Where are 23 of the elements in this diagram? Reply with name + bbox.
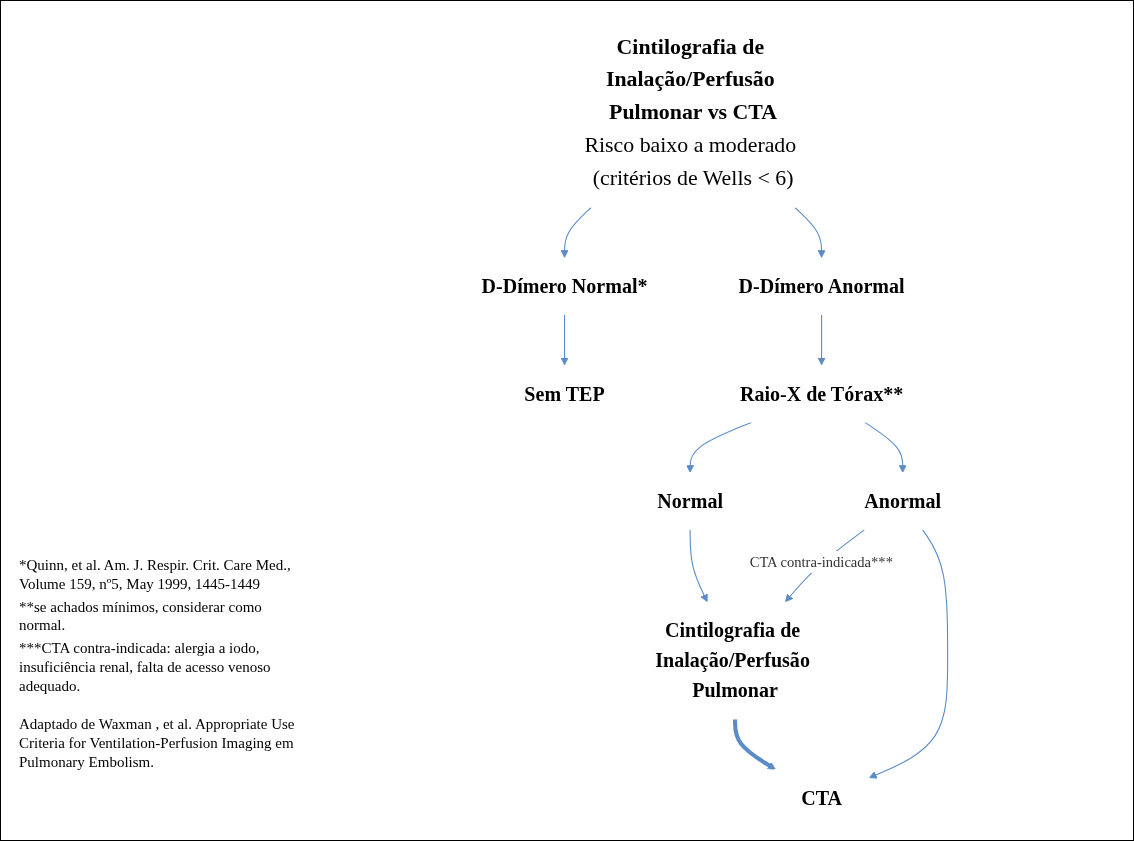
arrow: [732, 719, 776, 770]
node-text: CTA: [800, 786, 842, 810]
node-text: Sem TEP: [524, 382, 605, 406]
footnote: *Quinn, et al. Am. J. Respir. Crit. Care Med., Volume 159, nº5, May 1999, 1445-1449: [19, 556, 292, 594]
node-text: Raio-X de Tórax**: [739, 382, 903, 406]
edge-label: CTA contra-indicada***: [749, 553, 893, 570]
node-text: Anormal: [863, 489, 941, 513]
arrow: [868, 529, 948, 779]
node-text: Normal: [656, 489, 723, 513]
node-text: D-Dímero Anormal: [738, 274, 905, 298]
arrow: [817, 314, 826, 366]
arrow: [864, 421, 907, 473]
arrow: [685, 421, 752, 473]
arrow: [560, 206, 592, 258]
node-text: Cintilografia de Inalação/Perfusão Pulmonar: [654, 619, 810, 702]
footnote: ***CTA contra-indicada: alergia a iodo, insuficiência renal, falta de acesso venoso adequado.: [19, 639, 272, 696]
node-text: Cintilografia de Inalação/Perfusão Pulmonar vs CTA Risco baixo a moderado (critérios de Wells < 6): [584, 34, 796, 190]
arrow: [689, 529, 708, 603]
arrow: [794, 206, 826, 258]
footnote: Adaptado de Waxman , et al. Appropriate Use Criteria for Ventilation-Perfusion Imaging em Pulmonary Embolism.: [19, 715, 296, 772]
node-text: D-Dímero Normal*: [481, 274, 648, 298]
footnote: **se achados mínimos, considerar como normal.: [19, 597, 263, 635]
arrow: [560, 314, 569, 366]
